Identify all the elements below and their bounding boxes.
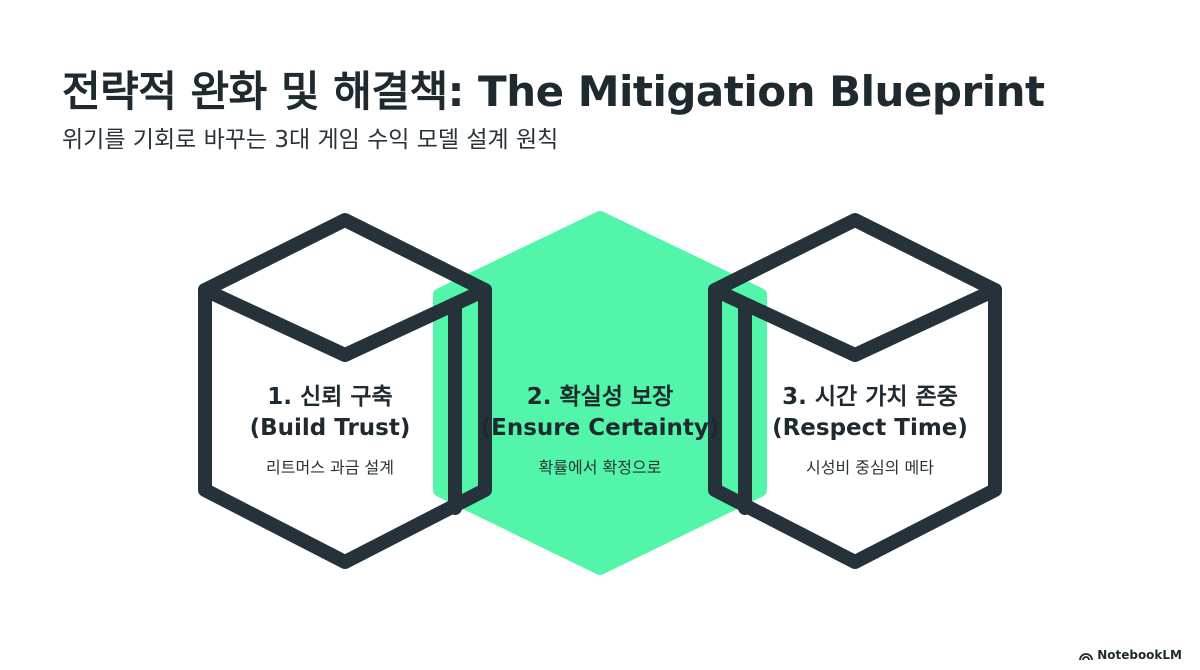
step-description: 리트머스 과금 설계 <box>266 458 394 477</box>
page-subtitle: 위기를 기회로 바꾸는 3대 게임 수익 모델 설계 원칙 <box>62 127 559 153</box>
center-hexagon <box>433 211 767 575</box>
notebooklm-logo-icon <box>1079 652 1094 660</box>
step-respect-time: 3. 시간 가치 존중 (Respect Time) 시성비 중심의 메타 <box>730 382 1010 478</box>
right-cube <box>708 213 1002 569</box>
step-title-kr: 1. 신뢰 구축 <box>267 384 393 410</box>
step-title-kr: 2. 확실성 보장 <box>526 384 674 410</box>
step-title-en: (Respect Time) <box>772 415 968 441</box>
page-title: 전략적 완화 및 해결책: The Mitigation Blueprint <box>62 67 1045 116</box>
step-title-en: (Build Trust) <box>249 415 411 441</box>
brand-label: NotebookLM <box>1097 648 1182 662</box>
right-cube-top-edge <box>708 283 1002 362</box>
step-description: 확률에서 확정으로 <box>538 458 662 477</box>
left-cube <box>198 213 492 569</box>
step-build-trust: 1. 신뢰 구축 (Build Trust) 리트머스 과금 설계 <box>190 382 470 478</box>
step-title-kr: 3. 시간 가치 존중 <box>782 384 958 410</box>
step-title-en: (Ensure Certainty) <box>480 415 720 441</box>
step-ensure-certainty: 2. 확실성 보장 (Ensure Certainty) 확률에서 확정으로 <box>460 382 740 478</box>
brand-watermark: NotebookLM <box>1079 648 1182 662</box>
step-description: 시성비 중심의 메타 <box>806 458 934 477</box>
left-cube-top-edge <box>198 283 492 362</box>
